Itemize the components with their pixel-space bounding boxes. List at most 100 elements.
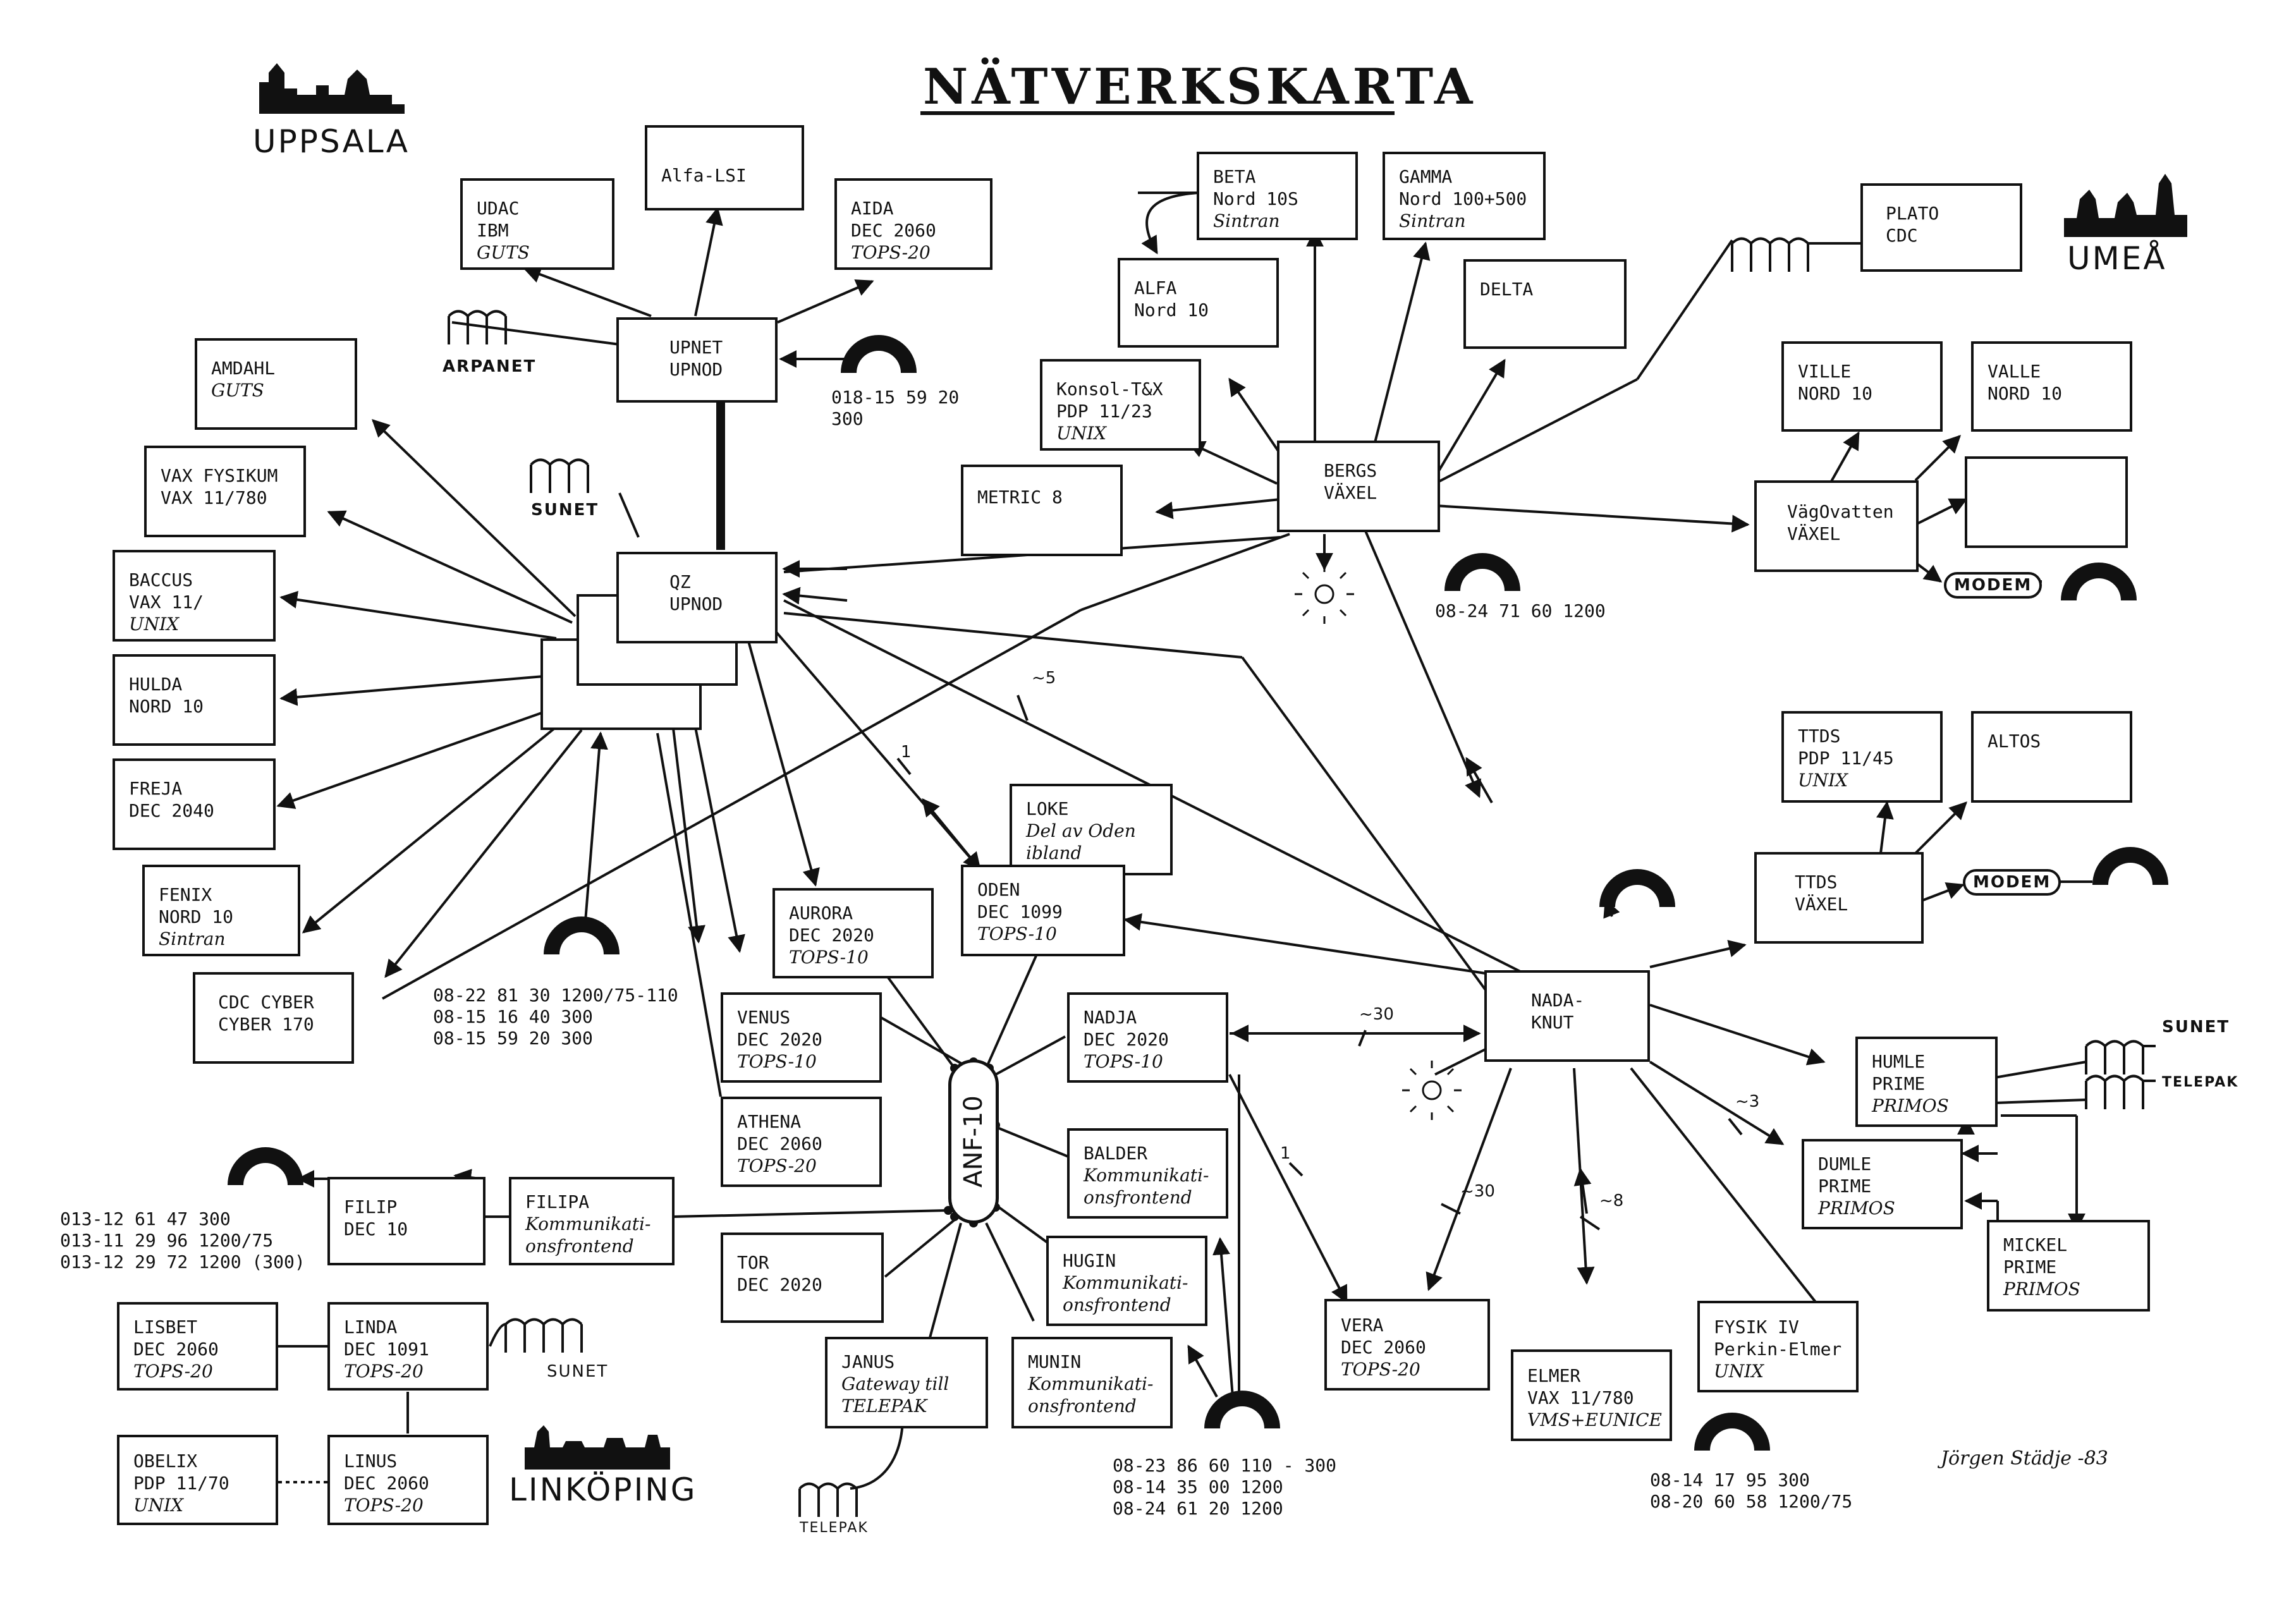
node-venus: VENUS DEC 2020 TOPS-10 [721, 992, 882, 1083]
edge-label-qz-nada: ~5 [1032, 669, 1056, 688]
node-athena: ATHENA DEC 2060 TOPS-20 [721, 1097, 882, 1187]
node-model: DEC 1099 [977, 901, 1063, 922]
node-name: FILIPA [525, 1191, 590, 1212]
node-delta: DELTA [1463, 259, 1627, 349]
node-oden: ODEN DEC 1099 TOPS-10 [961, 865, 1125, 956]
edge-label-qz-oden: 1 [901, 743, 912, 762]
node-model: DEC 2060 [1341, 1337, 1426, 1358]
node-tor: TOR DEC 2020 [721, 1233, 884, 1323]
node-model: VAX 11/ [129, 592, 204, 612]
node-model: Kommunikati- [1063, 1272, 1188, 1293]
node-loke: LOKE Del av Oden ibland [1010, 784, 1173, 875]
node-model: VÄXEL [1795, 894, 1848, 915]
node-name: Alfa-LSI [661, 165, 747, 186]
node-model: CDC [1886, 225, 1918, 246]
node-name: AIDA [851, 198, 894, 219]
node-cdc-cyber: CDC CYBER CYBER 170 [193, 972, 354, 1064]
phone-icon-upnet [841, 335, 917, 373]
phone-icon-nada [1599, 869, 1675, 907]
node-model: NORD 10 [1798, 383, 1873, 404]
node-model: UPNOD [669, 359, 723, 380]
antenna-sunet-uppsala [530, 458, 589, 493]
node-os: TOPS-10 [977, 923, 1057, 944]
phone-line: 08-14 35 00 1200 [1113, 1476, 1283, 1497]
edge-label-nadja-nada: ~30 [1359, 1005, 1394, 1024]
antenna-telepak-janus [798, 1482, 858, 1517]
node-model: NORD 10 [1988, 383, 2063, 404]
node-name: FYSIK IV [1714, 1317, 1799, 1337]
edge-label-nada-vera: ~30 [1460, 1182, 1495, 1201]
node-os: Sintran [159, 928, 226, 949]
node-os: Sintran [1399, 210, 1466, 231]
node-model: NORD 10 [129, 696, 204, 717]
node-konsol: Konsol-T&X PDP 11/23 UNIX [1040, 359, 1201, 451]
node-os: UNIX [129, 614, 180, 635]
city-label-umea: UMEÅ [2067, 240, 2167, 277]
node-os: TOPS-20 [737, 1155, 817, 1176]
network-label-telepak-humle: TELEPAK [2162, 1074, 2239, 1090]
phone-icon-umea [2061, 563, 2137, 600]
node-os: TOPS-10 [737, 1051, 817, 1072]
city-label-linkoping: LINKÖPING [509, 1471, 697, 1508]
antenna-plato [1731, 237, 1862, 272]
node-os: TELEPAK [841, 1396, 927, 1416]
node-name: VERA [1341, 1315, 1384, 1336]
node-model: Kommunikati- [525, 1214, 651, 1234]
node-os: onsfrontend [1084, 1187, 1192, 1208]
node-vagovatten: VägOvatten VÄXEL [1754, 480, 1919, 572]
node-nadja: NADJA DEC 2020 TOPS-10 [1067, 992, 1228, 1083]
node-os: TOPS-20 [133, 1361, 213, 1382]
node-name: DELTA [1480, 279, 1534, 300]
node-name: MICKEL [2003, 1234, 2068, 1255]
node-model: NORD 10 [159, 906, 234, 927]
node-model: VAX 11/780 [1527, 1387, 1634, 1408]
network-label-sunet-uppsala: SUNET [531, 501, 599, 520]
node-name: TTDS [1795, 872, 1838, 892]
node-model: IBM [477, 220, 509, 241]
node-os: GUTS [477, 242, 530, 263]
node-model: CYBER 170 [218, 1014, 314, 1035]
node-qz: QZ UPNOD [616, 552, 778, 643]
node-name: DUMLE [1818, 1153, 1872, 1174]
node-model: PRIME [1818, 1176, 1872, 1196]
node-model: DEC 2060 [737, 1133, 822, 1154]
phone-numbers-bergs: 08-24 71 60 1200 [1435, 600, 1606, 622]
node-model: Nord 10 [1134, 300, 1209, 320]
node-vera: VERA DEC 2060 TOPS-20 [1324, 1299, 1490, 1391]
node-ttds-vaxel: TTDS VÄXEL [1754, 852, 1924, 944]
node-os: PRIMOS [1872, 1095, 1949, 1116]
node-hugin: HUGIN Kommunikati- onsfrontend [1046, 1236, 1207, 1326]
node-hulda: HULDA NORD 10 [113, 654, 276, 746]
phone-line: 08-22 81 30 1200/75-110 [433, 985, 678, 1006]
node-aida: AIDA DEC 2060 TOPS-20 [834, 178, 992, 270]
node-alfa-lsi: Alfa-LSI [645, 125, 804, 210]
node-name: TOR [737, 1252, 769, 1273]
node-name: UDAC [477, 198, 520, 219]
node-os: TOPS-20 [344, 1361, 424, 1382]
node-name: HUGIN [1063, 1250, 1116, 1271]
page-title: NÄTVERKSKARTA [923, 58, 1477, 116]
node-model: PDP 11/70 [133, 1473, 229, 1494]
edge-label-nada-elmer: ~8 [1599, 1191, 1624, 1210]
node-name: ALTOS [1988, 731, 2041, 752]
node-alfa: ALFA Nord 10 [1118, 258, 1279, 348]
node-model: DEC 2060 [851, 220, 936, 241]
node-name: VägOvatten [1787, 501, 1894, 522]
node-model: Kommunikati- [1028, 1373, 1154, 1394]
node-linda: LINDA DEC 1091 TOPS-20 [327, 1302, 489, 1391]
node-os: TOPS-20 [344, 1495, 424, 1516]
phone-line: 018-15 59 20 [831, 387, 960, 408]
node-name: UPNET [669, 337, 723, 358]
node-os: TOPS-20 [1341, 1359, 1420, 1380]
node-ttds-pdp: TTDS PDP 11/45 UNIX [1781, 711, 1943, 803]
phone-numbers-upnet: 018-15 59 20 300 [831, 387, 959, 430]
modem-umea: MODEM [1944, 572, 2043, 599]
node-os: onsfrontend [1063, 1294, 1171, 1315]
node-os: TOPS-10 [1084, 1051, 1163, 1072]
signature: Jörgen Städje -83 [1941, 1447, 2108, 1470]
node-model: PRIME [1872, 1073, 1926, 1094]
node-name: LINUS [344, 1451, 398, 1471]
node-model: Kommunikati- [1084, 1165, 1209, 1186]
node-name: VALLE [1988, 361, 2041, 382]
